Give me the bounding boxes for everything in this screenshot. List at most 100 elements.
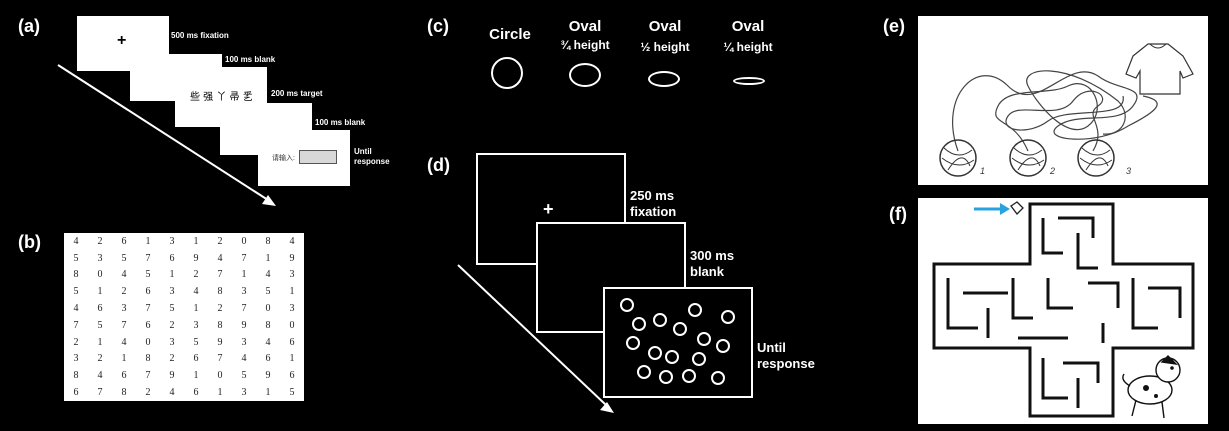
digit-cell: 3 (193, 319, 199, 331)
digit-grid-row: 4 6 3 7 5 1 2 7 0 3 (64, 300, 304, 317)
digit-cell: 8 (145, 353, 151, 365)
digit-cell: 5 (169, 303, 175, 315)
digit-cell: 7 (241, 303, 247, 315)
fixation-word-d: fixation (630, 204, 677, 219)
digit-cell: 5 (121, 252, 127, 264)
digit-cell: 3 (241, 286, 247, 298)
oval-three-quarter-shape (569, 63, 601, 87)
digit-cell: 9 (217, 336, 223, 348)
digit-cell: 7 (145, 303, 151, 315)
digit-cell: 0 (289, 319, 295, 331)
digit-cell: 4 (265, 269, 271, 281)
digit-cell: 6 (193, 353, 199, 365)
digit-cell: 1 (289, 353, 295, 365)
circle-label: Circle (489, 26, 531, 43)
digit-cell: 0 (97, 269, 103, 281)
fixation-duration-d: 250 ms (630, 188, 675, 203)
digit-cell: 5 (145, 269, 151, 281)
stimulus-circle (673, 322, 687, 336)
digit-cell: 3 (121, 303, 127, 315)
digit-cell: 4 (97, 370, 103, 382)
digit-cell: 3 (97, 252, 103, 264)
digit-cell: 8 (73, 370, 79, 382)
response-input-box (299, 150, 337, 164)
digit-cell: 1 (217, 387, 223, 399)
stimulus-circle (637, 365, 651, 379)
digit-cell: 4 (121, 336, 127, 348)
digit-cell: 2 (193, 269, 199, 281)
digit-cell: 8 (265, 319, 271, 331)
digit-cell: 5 (241, 370, 247, 382)
digit-cell: 2 (217, 235, 223, 247)
panel-a-label: (a) (18, 16, 40, 36)
yarn-number-1: 1 (980, 166, 986, 176)
stimulus-circle (653, 313, 667, 327)
digit-cell: 5 (97, 319, 103, 331)
digit-cell: 8 (217, 286, 223, 298)
digit-cell: 6 (97, 303, 103, 315)
digit-cell: 7 (73, 319, 79, 331)
digit-cell: 1 (289, 286, 295, 298)
yarn-maze-drawing (939, 43, 1194, 177)
digit-cell: 6 (289, 370, 295, 382)
digit-cell: 1 (97, 286, 103, 298)
digit-cell: 5 (289, 387, 295, 399)
digit-cell: 0 (145, 336, 151, 348)
stimulus-circle (682, 369, 696, 383)
digit-cell: 7 (217, 269, 223, 281)
stimulus-circle (648, 346, 662, 360)
digit-cell: 1 (265, 387, 271, 399)
frame-response: 请输入: (258, 130, 350, 186)
digit-cell: 4 (193, 286, 199, 298)
digit-cell: 2 (145, 387, 151, 399)
digit-cell: 6 (121, 370, 127, 382)
digit-cell: 4 (265, 336, 271, 348)
digit-cell: 2 (217, 303, 223, 315)
digit-cell: 2 (121, 286, 127, 298)
digit-cell: 0 (241, 235, 247, 247)
digit-cell: 8 (265, 235, 271, 247)
digit-cell: 4 (121, 269, 127, 281)
digit-cell: 1 (193, 303, 199, 315)
panel-e-label: (e) (883, 16, 905, 36)
digit-cell: 6 (121, 235, 127, 247)
digit-cell: 6 (289, 336, 295, 348)
digit-cell: 3 (169, 235, 175, 247)
digit-cell: 4 (73, 303, 79, 315)
digit-cell: 6 (169, 252, 175, 264)
digit-cell: 5 (193, 336, 199, 348)
digit-cell: 3 (169, 286, 175, 298)
blank-duration-d: 300 ms (690, 248, 735, 263)
digit-cell: 4 (73, 235, 79, 247)
panel-d-label: (d) (427, 155, 450, 175)
digit-cell: 3 (289, 303, 295, 315)
digit-cell: 2 (97, 235, 103, 247)
digit-cell: 2 (97, 353, 103, 365)
digit-cell: 3 (241, 336, 247, 348)
circle-shape (491, 57, 523, 89)
digit-cell: 3 (169, 336, 175, 348)
digit-cell: 9 (265, 370, 271, 382)
until-label-d: Until (757, 340, 786, 355)
digit-cell: 1 (193, 370, 199, 382)
target-duration-label: 200 ms target (271, 89, 323, 98)
panel-c-label: (c) (427, 16, 449, 36)
response-label-d: response (757, 356, 815, 371)
fixation-duration-label: 500 ms fixation (171, 31, 229, 40)
stimulus-circle (692, 352, 706, 366)
until-label-a: Until (354, 147, 372, 156)
stimulus-circle (632, 317, 646, 331)
digit-cell: 6 (265, 353, 271, 365)
digit-cell: 8 (121, 387, 127, 399)
digit-cell: 1 (241, 269, 247, 281)
digit-cell: 0 (265, 303, 271, 315)
oval-quarter-sub: ¼ height (723, 40, 773, 54)
digit-cell: 5 (73, 252, 79, 264)
